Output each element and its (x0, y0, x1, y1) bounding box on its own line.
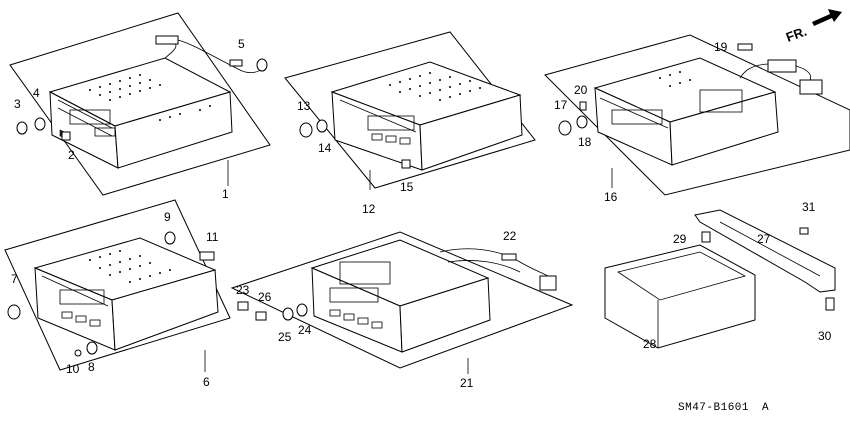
part-10-screw (74, 349, 82, 357)
group-radio-16 (544, 34, 850, 196)
label-part-15: 15 (400, 180, 414, 194)
part-5-fuse (229, 59, 243, 67)
diagram-code: SM47-B1601 A (678, 402, 769, 414)
direction-label: FR. (784, 24, 809, 45)
group-radio-6 (4, 199, 231, 372)
label-part-24: 24 (298, 323, 312, 337)
group-radio-12 (284, 31, 536, 190)
label-part-6: 6 (203, 375, 210, 389)
front-arrow-icon (812, 9, 842, 26)
part-30-screw (825, 297, 835, 311)
group-radio-1 (9, 12, 271, 196)
label-part-9: 9 (164, 210, 171, 224)
callout-labels: 1 2 3 4 5 6 7 8 9 10 11 12 13 14 15 16 1… (11, 37, 832, 390)
label-part-5: 5 (238, 37, 245, 51)
label-part-20: 20 (574, 83, 588, 97)
group-box-6 (4, 199, 231, 371)
radio-unit-16-grille (659, 71, 691, 87)
part-26-knob (255, 311, 267, 321)
part-8-knob (86, 341, 98, 355)
part-18-knob (576, 115, 588, 129)
label-part-29: 29 (673, 232, 687, 246)
radio-unit-6-grille (89, 250, 171, 283)
label-part-12: 12 (362, 202, 376, 216)
part-27-bracket (694, 209, 836, 293)
label-part-31: 31 (802, 200, 816, 214)
part-2-knob (61, 131, 71, 141)
part-11-clip (199, 251, 215, 261)
part-29-screw (701, 231, 711, 243)
group-box-21 (230, 231, 574, 369)
part-3-knob (16, 121, 28, 135)
part-15-knob (401, 159, 411, 169)
label-part-21: 21 (460, 376, 474, 390)
label-part-1: 1 (222, 187, 229, 201)
label-part-2: 2 (68, 148, 75, 162)
label-part-27: 27 (757, 232, 771, 246)
group-radio-21 (230, 231, 574, 374)
part-14-knob (316, 119, 328, 133)
label-part-7: 7 (11, 272, 18, 286)
part-13-knob (299, 122, 313, 138)
label-part-18: 18 (578, 135, 592, 149)
part-25-knob (282, 307, 294, 321)
label-part-22: 22 (503, 229, 517, 243)
group-box-12 (284, 31, 536, 189)
label-part-30: 30 (818, 329, 832, 343)
front-direction-indicator: FR. (784, 9, 842, 45)
diagram-code-text: SM47-B1601 (678, 402, 749, 414)
part-31-screw (799, 227, 809, 235)
label-part-16: 16 (604, 190, 618, 204)
radio-unit-12-grille (389, 72, 481, 101)
label-part-4: 4 (33, 86, 40, 100)
group-box-16 (544, 34, 850, 196)
part-9-knob (164, 231, 176, 245)
radio-unit-1-grille (89, 74, 211, 121)
label-part-14: 14 (318, 141, 332, 155)
label-part-13: 13 (297, 99, 311, 113)
part-28-pocket (604, 244, 756, 349)
label-part-10: 10 (66, 362, 80, 376)
part-24-knob (296, 303, 308, 317)
label-part-3: 3 (14, 97, 21, 111)
label-part-8: 8 (88, 360, 95, 374)
group-box-1 (9, 12, 271, 196)
label-part-17: 17 (554, 98, 568, 112)
part-22-fuse (501, 253, 517, 261)
label-part-11: 11 (206, 230, 219, 244)
part-17-knob (558, 120, 572, 136)
label-part-28: 28 (643, 337, 657, 351)
group-bracket-pocket (604, 209, 836, 349)
label-part-23: 23 (236, 283, 250, 297)
part-23-knob (237, 301, 249, 311)
part-19-fuse (737, 43, 753, 51)
part-4-knob (34, 117, 46, 131)
label-part-19: 19 (714, 40, 728, 54)
label-part-25: 25 (278, 330, 292, 344)
part-7-knob (7, 304, 21, 320)
diagram-code-suffix: A (762, 402, 769, 414)
label-part-26: 26 (258, 290, 272, 304)
part-20-knob (579, 101, 587, 111)
